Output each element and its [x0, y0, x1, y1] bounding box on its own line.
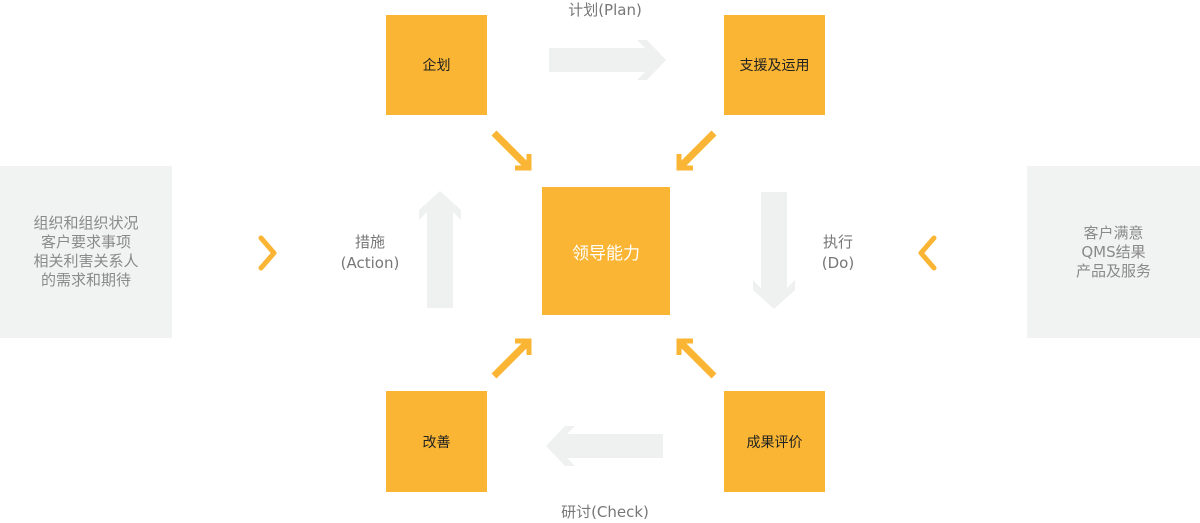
left-panel-line: 组织和组织状况: [33, 214, 139, 232]
evaluate-box: 成果评价: [724, 391, 825, 492]
left-panel-line: 相关利害关系人: [33, 252, 139, 270]
chevron-left-icon: [918, 235, 937, 271]
right-output-panel: 客户满意 QMS结果 产品及服务: [1027, 166, 1200, 338]
chevron-right-icon: [258, 235, 277, 271]
do-label-cn: 执行: [822, 233, 853, 251]
check-label: 研讨(Check): [561, 503, 649, 521]
do-arrow: [753, 192, 795, 309]
left-panel-line: 客户要求事项: [40, 233, 131, 251]
do-label: 执行 (Do): [788, 232, 888, 274]
action-arrow: [419, 191, 461, 308]
plan-label: 计划(Plan): [568, 1, 642, 19]
leadership-box: 领导能力: [542, 187, 670, 315]
diag-arrow-top-left: [491, 130, 532, 171]
diag-arrow-top-right: [676, 130, 717, 171]
diag-arrow-bottom-left: [491, 338, 532, 379]
action-label-cn: 措施: [354, 233, 385, 251]
check-arrow: [546, 426, 663, 466]
right-panel-line: QMS结果: [1081, 242, 1146, 261]
left-panel-line: 的需求和期待: [40, 271, 131, 289]
left-input-panel: 组织和组织状况 客户要求事项 相关利害关系人 的需求和期待: [0, 166, 172, 338]
right-panel-line: 产品及服务: [1075, 261, 1151, 280]
plan-arrow: [549, 40, 666, 80]
plan-box: 企划: [386, 15, 487, 115]
do-label-en: (Do): [821, 254, 855, 272]
improve-box-label: 改善: [422, 434, 451, 451]
right-panel-line: 客户满意: [1083, 223, 1144, 242]
action-label: 措施 (Action): [320, 232, 420, 274]
improve-box: 改善: [386, 391, 487, 492]
support-box: 支援及运用: [724, 15, 825, 115]
support-box-label: 支援及运用: [739, 58, 810, 74]
plan-box-label: 企划: [422, 58, 451, 74]
evaluate-box-label: 成果评价: [746, 434, 803, 451]
action-label-en: (Action): [340, 254, 400, 272]
diag-arrow-bottom-right: [676, 338, 717, 379]
leadership-label: 领导能力: [572, 243, 640, 264]
